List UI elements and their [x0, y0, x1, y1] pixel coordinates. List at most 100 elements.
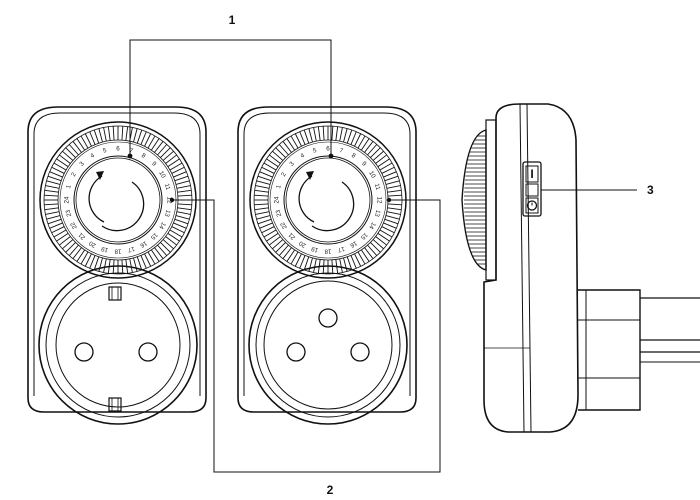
dial-segment [255, 185, 270, 189]
dial-segment [354, 133, 362, 147]
dial-hour-label: 24 [274, 196, 281, 203]
socket-inner-ring [45, 272, 191, 418]
dial-segment [49, 222, 63, 229]
dial-segment [322, 126, 325, 141]
dial-segment [254, 189, 269, 193]
dial-segment [375, 236, 387, 246]
dial-segment [335, 126, 339, 141]
dial-hour-label: 16 [348, 239, 358, 249]
dial-hour-label: 4 [89, 152, 96, 160]
dial-segment [385, 180, 400, 185]
dial-hour-label: 7 [339, 147, 345, 155]
dial-hour-label: 6 [116, 146, 120, 153]
housing-outline [237, 106, 417, 413]
dial-segment [46, 215, 61, 220]
socket-french [248, 265, 408, 425]
dial-segment [44, 194, 59, 197]
dial-segment [269, 236, 281, 246]
dial-segment [140, 255, 147, 269]
dial-segment [339, 127, 343, 142]
socket-outer-ring [38, 265, 198, 425]
callout-1: 1 [129, 13, 332, 156]
dial-segment [370, 147, 381, 158]
socket-well [55, 282, 181, 408]
dial-segment [59, 154, 71, 164]
dial-segment [254, 203, 269, 206]
dial-hour-label: 22 [279, 220, 289, 230]
dial-center-knob [75, 157, 161, 243]
dial-segment [286, 138, 296, 151]
dial-ring-4 [269, 141, 387, 259]
mode-switch[interactable]: I [522, 161, 542, 217]
dial-segment [266, 158, 279, 168]
dial-segment [381, 226, 395, 234]
dial-segment [176, 185, 191, 189]
curved-arrow-icon-2 [88, 175, 105, 223]
dial-center-knob [285, 157, 371, 243]
dial-segment [45, 211, 60, 215]
dial-segment [68, 144, 79, 156]
dial-hour-label: 14 [157, 221, 167, 231]
dial-segment [350, 255, 357, 269]
dial-segment [62, 150, 74, 161]
dial-segment [255, 211, 270, 215]
switch-on-symbol: I [530, 167, 533, 181]
dial-segment [387, 207, 402, 211]
dial-segment [257, 218, 272, 225]
dial-segment [360, 249, 370, 262]
dial-segment [89, 255, 96, 269]
dial-segment [254, 207, 269, 211]
dial-segment [177, 194, 192, 197]
dial-hour-label: 3 [288, 160, 296, 168]
dial-segment [360, 138, 370, 151]
dial-segment [357, 135, 366, 149]
dial-segment [144, 253, 152, 267]
dial-hour-label: 15 [359, 231, 369, 241]
dial-hour-label: 7 [129, 147, 135, 155]
dial-hour-label: 22 [69, 220, 79, 230]
dial-hour-label: 21 [77, 231, 87, 241]
socket-outer-ring [248, 265, 408, 425]
dial-segment [147, 135, 156, 149]
dial-segment [383, 171, 397, 178]
dial-hour-label: 18 [324, 247, 331, 254]
switch-frame [522, 161, 542, 217]
dial-segment [169, 162, 183, 171]
dial-segment-ticks [44, 126, 192, 274]
dial-segment [150, 249, 160, 262]
dial-hour-label: 11 [373, 183, 382, 192]
callout-label-1: 1 [229, 13, 236, 27]
side-dial-ridges [464, 135, 486, 265]
dial-segment [384, 218, 399, 225]
dial-segment [299, 255, 306, 269]
dial-hour-label: 1 [275, 184, 283, 190]
arrow-head-icon [96, 171, 104, 180]
socket-pin-hole-right [138, 342, 158, 362]
callout-label-3: 3 [647, 183, 654, 197]
dial-segment [47, 218, 62, 225]
side-housing [483, 103, 579, 433]
dial-hour-label: 2 [280, 171, 288, 178]
dial-segment [174, 175, 189, 182]
dial-segment [171, 166, 185, 174]
dial-hour-label: 20 [87, 239, 97, 249]
dial-segment [56, 232, 69, 242]
dial-segment [354, 253, 362, 267]
dial-segment [303, 129, 310, 144]
dial-segment [375, 154, 387, 164]
dial-hour-label: 16 [138, 239, 148, 249]
dial-segment [121, 126, 124, 141]
dial-segment [372, 150, 384, 161]
dial-segment [160, 147, 171, 158]
dial-segment [261, 166, 275, 174]
dial-hour-label: 8 [350, 152, 357, 160]
dial-segment [261, 226, 275, 234]
dial-segment [46, 180, 61, 185]
dial-segment [339, 258, 343, 273]
dial-segment [157, 144, 168, 156]
dial-hour-label: 3 [78, 160, 86, 168]
callout-1-leader [129, 39, 332, 156]
